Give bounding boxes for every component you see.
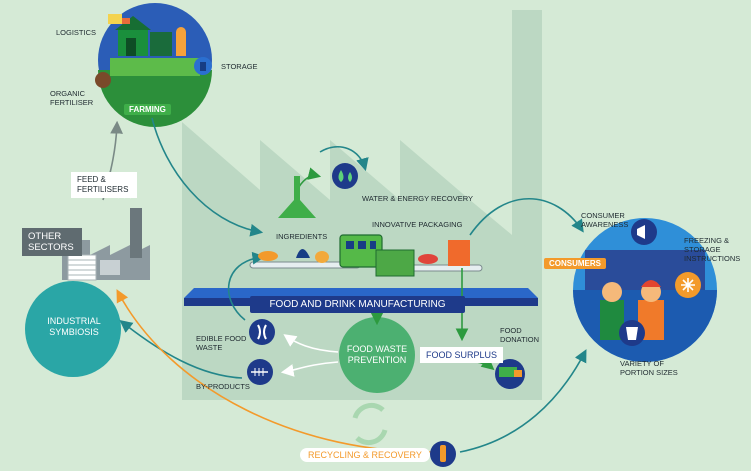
consumers-circle	[573, 218, 717, 362]
portion-sizes-label: VARIETY OF PORTION SIZES	[620, 359, 678, 377]
edible-food-waste-label: EDIBLE FOOD WASTE	[196, 334, 247, 352]
farming-title: FARMING	[124, 104, 171, 115]
innovative-packaging-label: INNOVATIVE PACKAGING	[372, 220, 463, 229]
apple-core-icon	[249, 319, 275, 345]
food-surplus-label: FOOD SURPLUS	[420, 347, 504, 363]
freezing-storage-label: FREEZING & STORAGE INSTRUCTIONS	[684, 236, 741, 263]
van-icon	[495, 359, 525, 389]
cup-icon	[619, 320, 645, 346]
fish-bone-icon	[247, 359, 273, 385]
water-drop-icon	[332, 163, 358, 189]
food-waste-prevention-circle	[339, 317, 415, 393]
other-sectors-label: OTHER SECTORS	[22, 228, 82, 256]
water-energy-recovery-label: WATER & ENERGY RECOVERY	[362, 194, 473, 203]
recycle-arrows-icon	[352, 402, 388, 446]
industrial-symbiosis-circle	[25, 281, 121, 377]
food-donation-label: FOOD DONATION	[500, 326, 540, 344]
funnel-icon	[278, 176, 316, 218]
ingredients-label: INGREDIENTS	[276, 232, 328, 241]
other-sectors-factory	[62, 185, 150, 281]
consumer-awareness-label: CONSUMER AWARENESS	[581, 211, 629, 229]
organic-fertiliser-label: ORGANIC FERTILISER	[50, 89, 94, 107]
megaphone-icon	[631, 219, 657, 245]
by-products-label: BY-PRODUCTS	[196, 382, 250, 391]
feed-fertilisers-label: FEED & FERTILISERS	[71, 172, 137, 198]
recycling-recovery-label: RECYCLING & RECOVERY	[300, 448, 430, 462]
food-items	[258, 249, 438, 264]
robot-machine-icon	[339, 234, 470, 277]
snowflake-icon	[675, 272, 701, 298]
logistics-label: LOGISTICS	[56, 28, 97, 37]
storage-label: STORAGE	[221, 62, 258, 71]
industrial-symbiosis-label: INDUSTRIAL SYMBIOSIS	[47, 316, 101, 337]
food-waste-prevention-label: FOOD WASTE PREVENTION	[346, 344, 408, 365]
bottle-icon	[430, 441, 456, 467]
consumers-title: CONSUMERS	[544, 258, 607, 269]
manufacturing-title: FOOD AND DRINK MANUFACTURING	[250, 296, 465, 313]
